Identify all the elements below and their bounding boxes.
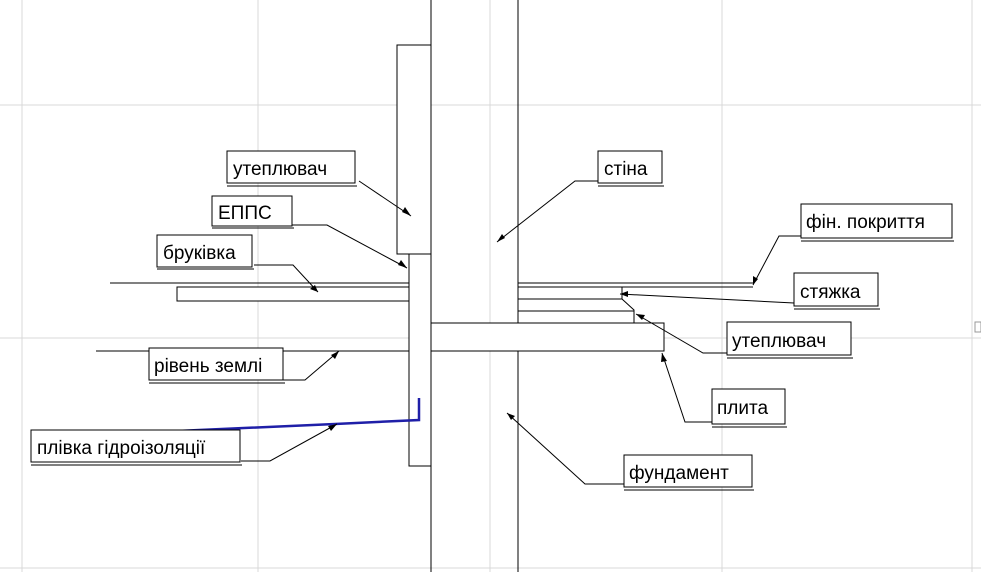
label-finish-cover: фін. покриття xyxy=(800,203,954,242)
scroll-handle[interactable] xyxy=(974,321,981,333)
label-insulation-wall: утеплювач xyxy=(226,150,357,187)
svg-text:стіна: стіна xyxy=(604,159,648,180)
label-paving: бруківка xyxy=(156,234,254,270)
floor-insulation-outline xyxy=(518,298,635,323)
svg-text:ЕППС: ЕППС xyxy=(218,203,272,224)
svg-text:утеплювач: утеплювач xyxy=(732,331,826,352)
floor-slab xyxy=(430,322,665,352)
screed-layer xyxy=(517,286,623,300)
label-insulation-floor: утеплювач xyxy=(726,321,853,359)
label-foundation: фундамент xyxy=(623,454,754,491)
leader-lines xyxy=(241,180,803,485)
svg-text:стяжка: стяжка xyxy=(800,282,861,303)
svg-text:бруківка: бруківка xyxy=(163,243,236,264)
svg-text:плита: плита xyxy=(717,398,768,419)
waterproofing-film xyxy=(176,398,421,433)
epps-layer xyxy=(408,253,432,467)
svg-text:утеплювач: утеплювач xyxy=(233,159,327,180)
label-waterproof-film: плівка гідроізоляції xyxy=(30,429,242,466)
svg-text:фундамент: фундамент xyxy=(629,463,729,484)
label-screed: стяжка xyxy=(793,272,880,310)
arrow-heads xyxy=(310,207,758,431)
svg-text:плівка гідроізоляції: плівка гідроізоляції xyxy=(37,438,206,459)
label-epps: ЕППС xyxy=(211,195,294,229)
wall-insulation xyxy=(396,44,432,255)
paving-slab xyxy=(176,286,410,302)
label-ground-level: рівень землі xyxy=(148,347,285,384)
svg-text:рівень землі: рівень землі xyxy=(154,356,262,377)
label-wall: стіна xyxy=(597,150,664,187)
label-slab: плита xyxy=(711,388,787,428)
svg-text:фін. покриття: фін. покриття xyxy=(806,212,925,233)
